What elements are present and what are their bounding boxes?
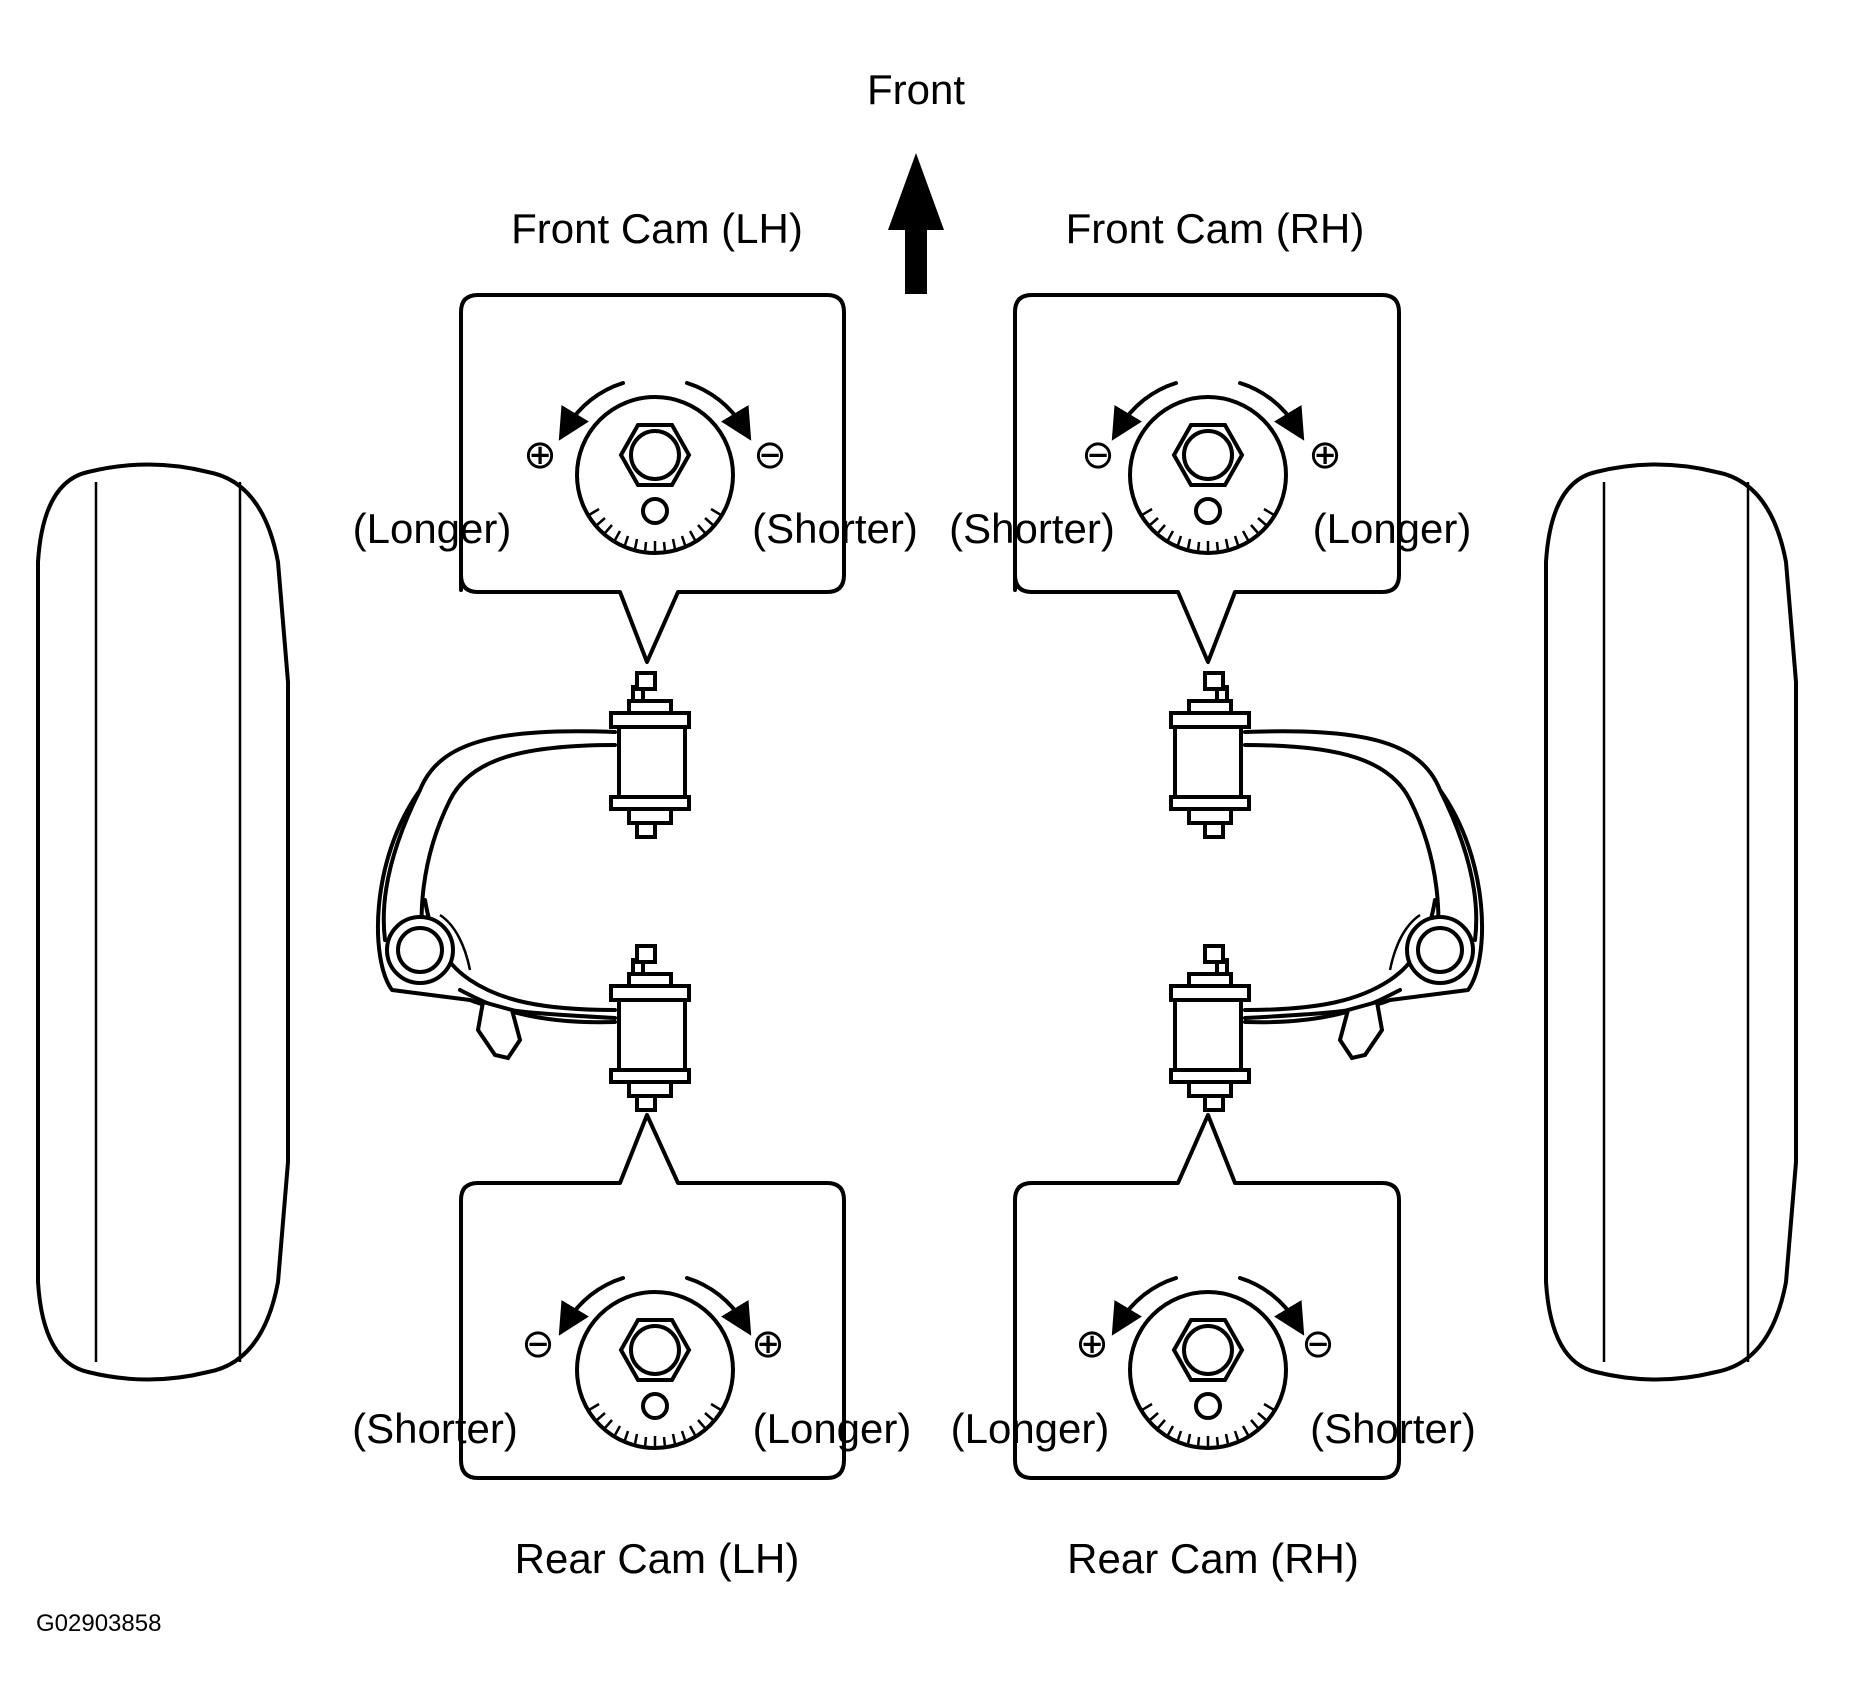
rear-cam-lh-callout xyxy=(459,1113,846,1480)
front-cam-lh-plus-icon: ⊕ xyxy=(523,432,557,478)
front-cam-rh-callout xyxy=(1013,293,1401,664)
left-tire xyxy=(36,462,290,1382)
rear-cam-lh-title: Rear Cam (LH) xyxy=(515,1535,800,1582)
rear-cam-lh: ⊖ ⊕ (Shorter) (Longer) Rear Cam (LH) xyxy=(352,1113,912,1582)
front-cam-rh-left-label: (Shorter) xyxy=(949,505,1115,552)
right-tire xyxy=(1544,462,1798,1382)
rear-cam-rh: ⊕ ⊖ (Longer) (Shorter) Rear Cam (RH) xyxy=(951,1113,1476,1582)
rear-cam-lh-right-label: (Longer) xyxy=(753,1405,912,1452)
front-cam-lh-minus-icon: ⊖ xyxy=(753,432,787,478)
rear-cam-rh-left-label: (Longer) xyxy=(951,1405,1110,1452)
rear-cam-lh-left-label: (Shorter) xyxy=(352,1405,518,1452)
front-cam-lh-title: Front Cam (LH) xyxy=(511,205,803,252)
front-cam-rh-right-label: (Longer) xyxy=(1313,505,1472,552)
rear-cam-lh-plus-icon: ⊕ xyxy=(751,1321,785,1367)
rear-cam-rh-callout xyxy=(1013,1113,1401,1480)
rear-cam-rh-right-label: (Shorter) xyxy=(1310,1405,1476,1452)
rear-cam-rh-minus-icon: ⊖ xyxy=(1301,1321,1335,1367)
front-cam-rh-plus-icon: ⊕ xyxy=(1308,432,1342,478)
front-cam-lh-callout xyxy=(459,293,846,664)
front-cam-lh-right-label: (Shorter) xyxy=(752,505,918,552)
front-arrow-icon xyxy=(888,153,944,294)
rear-cam-rh-title: Rear Cam (RH) xyxy=(1067,1535,1359,1582)
front-cam-lh-left-label: (Longer) xyxy=(353,505,512,552)
front-direction-label: Front xyxy=(867,66,965,113)
front-cam-rh: Front Cam (RH) ⊖ ⊕ (Shorter) (Longer) xyxy=(949,205,1472,664)
figure-code: G02903858 xyxy=(36,1610,161,1637)
front-cam-rh-title: Front Cam (RH) xyxy=(1066,205,1365,252)
rear-cam-lh-minus-icon: ⊖ xyxy=(521,1321,555,1367)
right-upper-control-arm xyxy=(1169,671,1485,1112)
front-cam-lh: Front Cam (LH) ⊕ ⊖ (Longer) (Shorter) xyxy=(353,205,918,664)
left-upper-control-arm xyxy=(375,671,691,1112)
rear-cam-rh-plus-icon: ⊕ xyxy=(1075,1321,1109,1367)
front-cam-rh-minus-icon: ⊖ xyxy=(1081,432,1115,478)
